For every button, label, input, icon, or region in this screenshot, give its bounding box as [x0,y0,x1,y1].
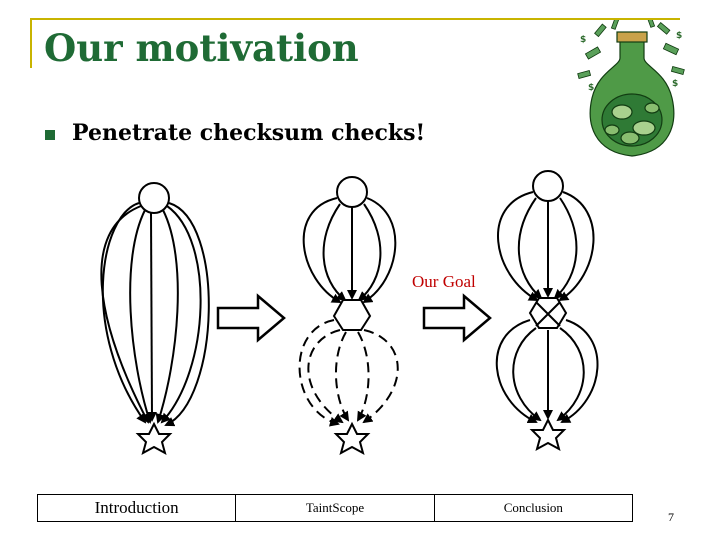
transition-arrow-1 [218,296,284,340]
control-flow-diagram [0,160,720,460]
graph-original [101,183,208,453]
slide-title: Our motivation [44,26,359,70]
svg-text:$: $ [676,31,682,41]
square-bullet-icon [45,130,55,140]
graph-intermediate [300,177,398,453]
nav-item-introduction[interactable]: Introduction [38,495,236,521]
money-bottle-icon: $ $ $ $ [572,20,692,165]
svg-text:$: $ [580,35,586,45]
nav-item-taintscope[interactable]: TaintScope [236,495,434,521]
svg-text:$: $ [672,79,678,89]
transition-arrow-2 [424,296,490,340]
goal-label: Our Goal [412,272,476,292]
graph-goal [497,171,598,449]
svg-text:$: $ [588,83,594,93]
nav-item-conclusion[interactable]: Conclusion [435,495,632,521]
bullet-item: Penetrate checksum checks! [72,120,425,146]
page-number: 7 [668,510,674,525]
section-navbar: Introduction TaintScope Conclusion [37,494,633,522]
